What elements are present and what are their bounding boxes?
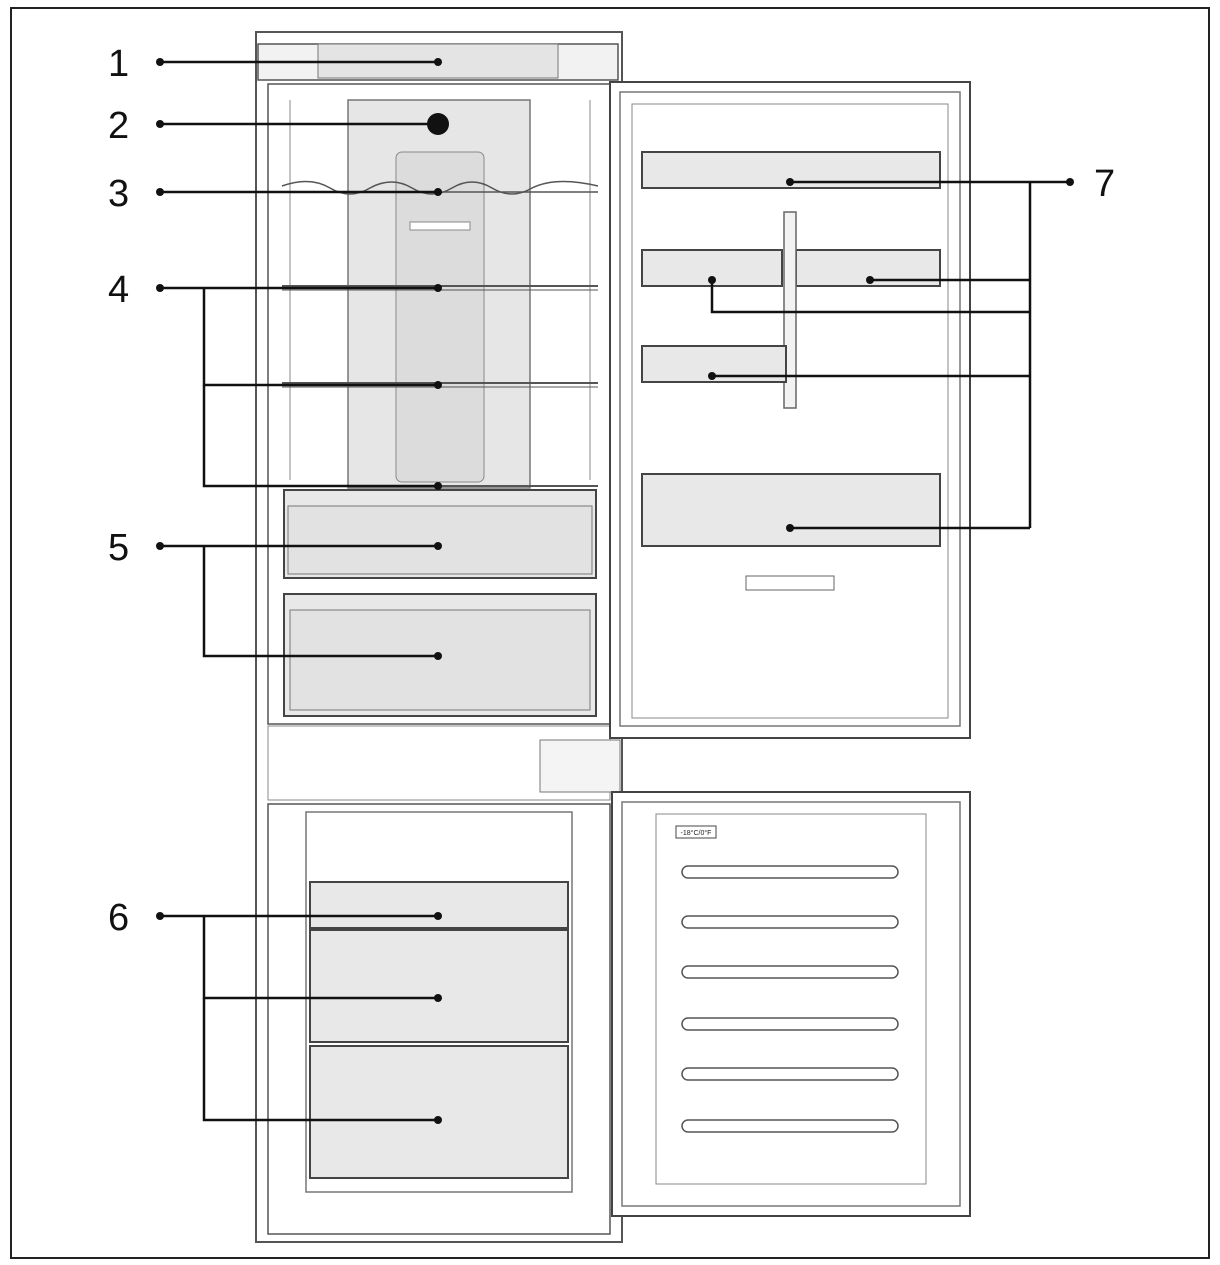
freezer-door-rib — [681, 915, 899, 929]
fridge-back-wall — [289, 99, 591, 489]
freezer-drawers — [305, 811, 573, 1193]
fridge-door — [609, 81, 971, 739]
callout-3: 3 — [108, 173, 129, 215]
middle-divider — [267, 725, 621, 801]
freezer-door: -18°C/0°F — [611, 791, 971, 1217]
crisper-drawers — [283, 489, 597, 717]
callout-1: 1 — [108, 43, 129, 85]
leader-dots — [156, 58, 1074, 1124]
freezer-door-rib — [681, 865, 899, 879]
freezer-door-rib — [681, 1017, 899, 1031]
callout-2: 2 — [108, 105, 129, 147]
callout-5: 5 — [108, 527, 129, 569]
callout-6: 6 — [108, 897, 129, 939]
callout-4: 4 — [108, 269, 129, 311]
freezer-temperature-label: -18°C/0°F — [681, 829, 712, 837]
freezer-door-rib — [681, 1119, 899, 1133]
leader-lines — [160, 60, 1070, 1122]
freezer-door-rib — [681, 965, 899, 979]
callout-7: 7 — [1094, 163, 1115, 205]
freezer-door-rib — [681, 1067, 899, 1081]
